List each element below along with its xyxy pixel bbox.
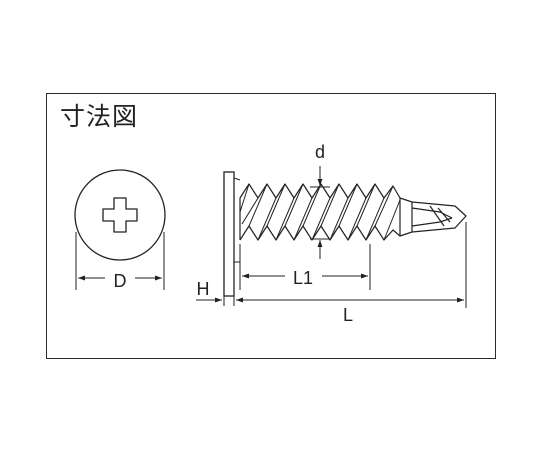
label-H: H (197, 279, 210, 299)
label-d: d (315, 142, 325, 162)
screw-thread (238, 183, 401, 241)
label-D: D (114, 271, 127, 291)
screw-head-front-view (74, 169, 166, 261)
dimension-L1: L1 (239, 244, 371, 290)
phillips-cross-icon (102, 197, 138, 233)
dimension-d: d (310, 142, 330, 259)
label-L: L (343, 305, 353, 325)
diagram-title: 寸法図 (60, 102, 139, 131)
dimension-L: L (236, 222, 467, 325)
screw-side-view (223, 171, 467, 297)
label-L1: L1 (293, 268, 313, 288)
screw-head-side (223, 171, 235, 297)
diagram-frame (46, 93, 496, 359)
dimension-D: D (75, 232, 165, 291)
drill-point (399, 197, 467, 237)
